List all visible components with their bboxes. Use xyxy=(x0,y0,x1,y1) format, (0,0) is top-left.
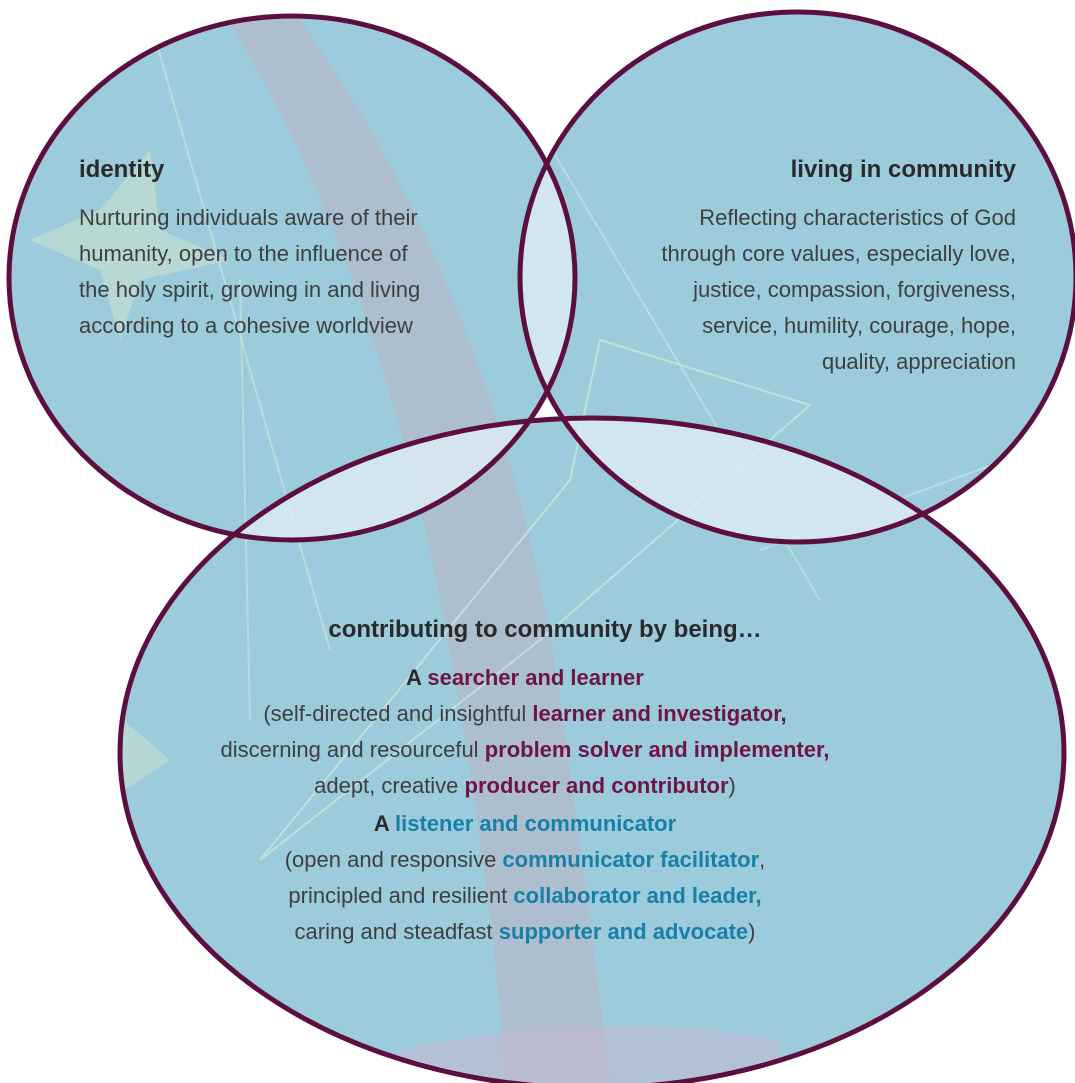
listener-line-text: principled and resilient xyxy=(288,883,514,908)
living-line: quality, appreciation xyxy=(821,349,1016,374)
searcher-line-close: ) xyxy=(728,773,736,798)
listener-line: caring and steadfast supporter and advoc… xyxy=(100,914,950,950)
circle-outlines xyxy=(6,9,1075,1083)
contributing-outline xyxy=(117,415,1067,1083)
searcher-title: A searcher and learner xyxy=(100,660,950,696)
identity-line: humanity, open to the influence of xyxy=(79,241,408,266)
listener-line-emphasis: communicator facilitator xyxy=(502,847,760,872)
searcher-line-emphasis: producer and contributor xyxy=(464,773,729,798)
identity-line: Nurturing individuals aware of their xyxy=(79,205,418,230)
listener-title-text: listener and communicator xyxy=(395,811,677,836)
identity-line: the holy spirit, growing in and living xyxy=(79,277,421,302)
living-heading: living in community xyxy=(790,156,1016,183)
listener-line-close: ) xyxy=(748,919,756,944)
listener-line-text: (open and responsive xyxy=(284,847,503,872)
listener-block: A listener and communicator (open and re… xyxy=(100,806,950,950)
listener-line: principled and resilient collaborator an… xyxy=(100,878,950,914)
searcher-prefix: A xyxy=(406,665,428,690)
searcher-line: (self-directed and insightful learner an… xyxy=(100,696,950,732)
living-line: justice, compassion, forgiveness, xyxy=(693,277,1016,302)
identity-line: according to a cohesive worldview xyxy=(79,313,413,338)
searcher-line-text: discerning and resourceful xyxy=(220,737,485,762)
searcher-line-text: (self-directed and insightful xyxy=(263,701,533,726)
listener-prefix: A xyxy=(373,811,395,836)
living-line: through core values, especially love, xyxy=(661,241,1016,266)
listener-line-close: , xyxy=(759,847,766,872)
identity-outline xyxy=(6,13,578,543)
listener-title: A listener and communicator xyxy=(100,806,950,842)
living-line: Reflecting characteristics of God xyxy=(699,205,1016,230)
identity-description: Nurturing individuals aware of their hum… xyxy=(79,200,539,344)
listener-line-emphasis: supporter and advocate xyxy=(498,919,749,944)
identity-heading: identity xyxy=(79,156,165,183)
contributing-heading: contributing to community by being… xyxy=(328,616,762,643)
living-line: service, humility, courage, hope, xyxy=(702,313,1016,338)
living-outline xyxy=(517,9,1075,545)
listener-line-text: caring and steadfast xyxy=(294,919,499,944)
searcher-block: A searcher and learner (self-directed an… xyxy=(100,660,950,804)
searcher-title-text: searcher and learner xyxy=(427,665,644,690)
contributing-circle xyxy=(120,418,1064,1083)
living-circle xyxy=(520,12,1075,542)
searcher-line-text: adept, creative xyxy=(314,773,465,798)
listener-line: (open and responsive communicator facili… xyxy=(100,842,950,878)
circle-fills xyxy=(9,12,1075,1083)
living-description: Reflecting characteristics of God throug… xyxy=(556,200,1016,380)
searcher-line: adept, creative producer and contributor… xyxy=(100,768,950,804)
listener-line-emphasis: collaborator and leader, xyxy=(513,883,762,908)
searcher-line-emphasis: learner and investigator, xyxy=(532,701,787,726)
searcher-line: discerning and resourceful problem solve… xyxy=(100,732,950,768)
searcher-line-emphasis: problem solver and implementer, xyxy=(484,737,830,762)
